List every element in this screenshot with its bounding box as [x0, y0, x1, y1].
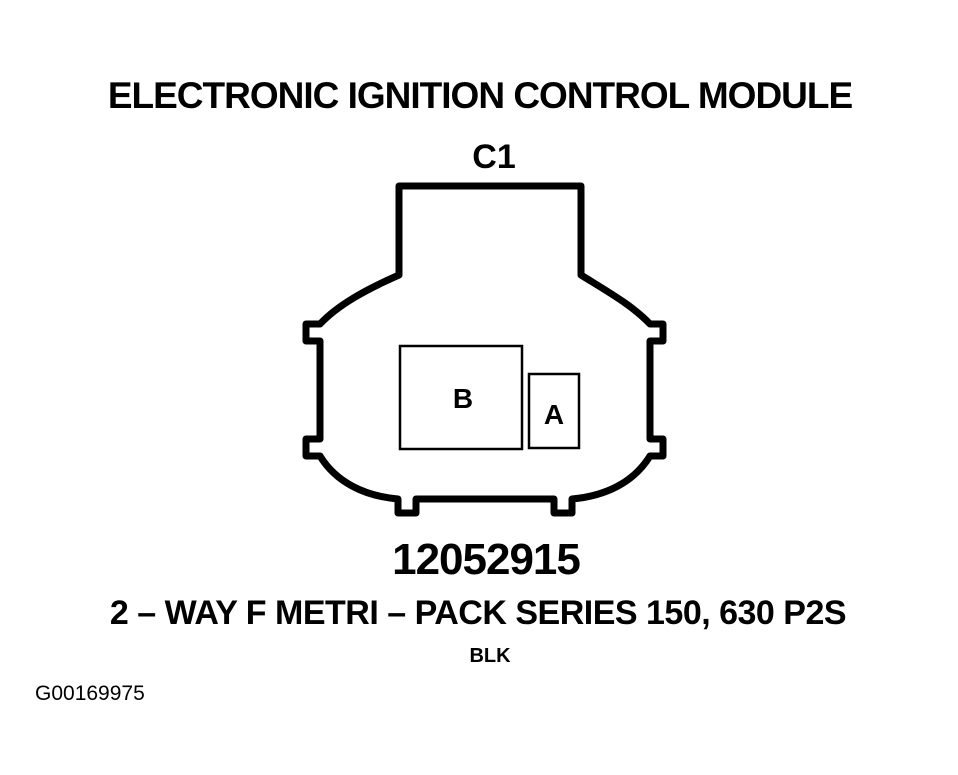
cavity-b-label: B	[453, 383, 473, 414]
cavity-a	[527, 372, 581, 450]
cavity-a-label: A	[544, 399, 564, 430]
connector-body-outline	[302, 182, 667, 517]
figure-id: G00169975	[35, 682, 145, 705]
diagram-title: ELECTRONIC IGNITION CONTROL MODULE	[108, 75, 853, 116]
cavity-b	[398, 344, 524, 451]
part-number: 12052915	[392, 535, 580, 584]
connector-description: 2 – WAY F METRI – PACK SERIES 150, 630 P…	[110, 594, 846, 632]
color-code: BLK	[469, 645, 511, 667]
connector-id-label: C1	[472, 138, 515, 176]
